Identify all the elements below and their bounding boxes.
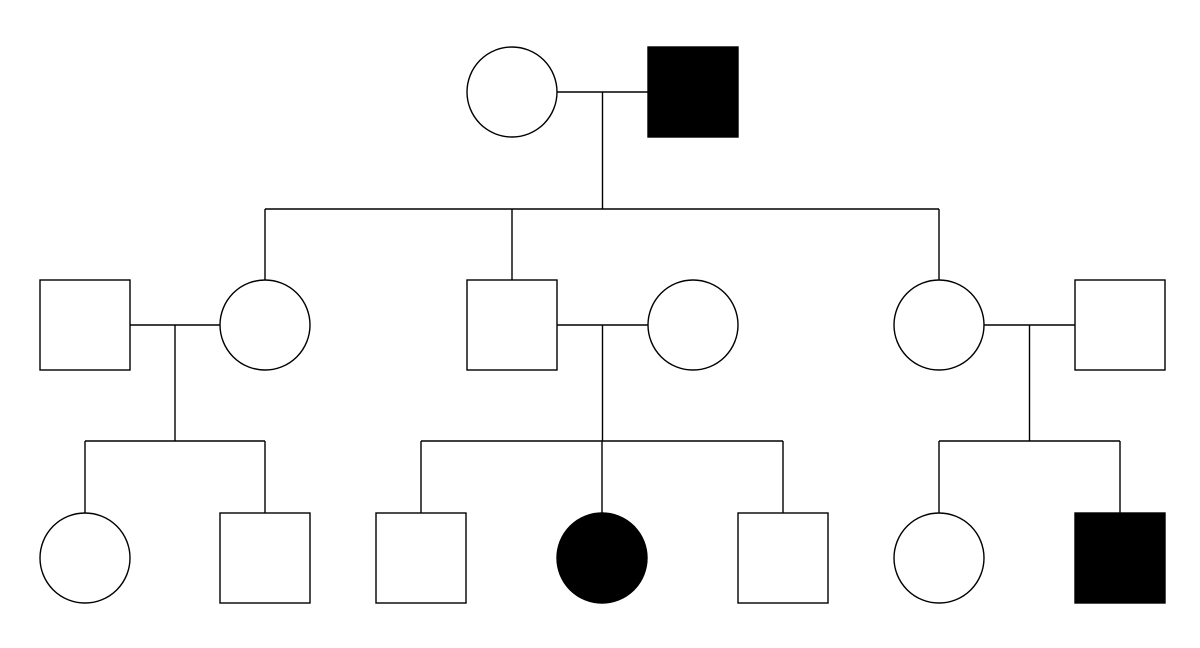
unaffected-male-square-g3-2 <box>219 512 311 604</box>
unaffected-male-square-g2-s1 <box>466 279 558 371</box>
unaffected-female-circle-g1-f <box>466 46 558 138</box>
affected-male-square-g3-7 <box>1074 512 1166 604</box>
unaffected-female-circle-g2-d2 <box>893 279 985 371</box>
unaffected-male-square-g2-spouse3 <box>1074 279 1166 371</box>
unaffected-male-square-g2-spouse1 <box>39 279 131 371</box>
unaffected-female-circle-g3-1 <box>39 512 131 604</box>
unaffected-female-circle-g2-spouse2 <box>647 279 739 371</box>
affected-male-square-g1-m <box>647 46 739 138</box>
unaffected-male-square-g3-5 <box>737 512 829 604</box>
unaffected-male-square-g3-3 <box>375 512 467 604</box>
unaffected-female-circle-g2-d1 <box>219 279 311 371</box>
unaffected-female-circle-g3-6 <box>893 512 985 604</box>
affected-female-circle-g3-4 <box>556 512 648 604</box>
